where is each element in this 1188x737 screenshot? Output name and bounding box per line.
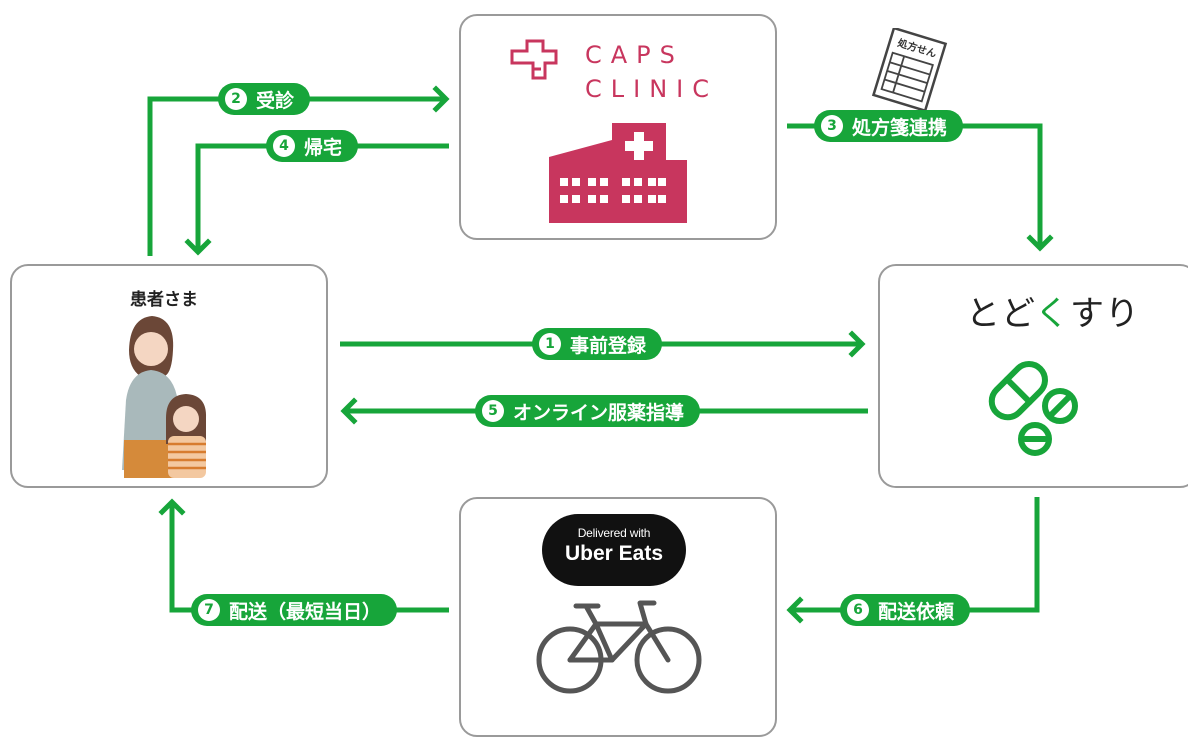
step-5-number: 5 — [482, 400, 504, 422]
prescription-paper-icon: 処方せん — [871, 28, 948, 113]
step-7-number: 7 — [198, 599, 220, 621]
step-1-label: 事前登録 — [570, 334, 647, 357]
pharmacy-logo-post: すり — [1069, 294, 1140, 334]
arrowhead-step-2 — [432, 85, 450, 113]
pharmacy-logo-pre: とど — [966, 294, 1035, 334]
step-7-label: 配送（最短当日） — [229, 600, 382, 623]
arrowhead-step-1 — [848, 330, 866, 358]
clinic-cross-logo-icon — [510, 39, 558, 80]
clinic-logo-line2: CLINIC — [585, 75, 718, 103]
uber-badge-small: Delivered with — [577, 526, 651, 540]
arrow-step-2 — [147, 96, 446, 256]
step-4-pill: 4 帰宅 — [266, 130, 359, 162]
arrowhead-step-7 — [158, 498, 186, 516]
step-5-label: オンライン服薬指導 — [513, 401, 685, 424]
step-6-pill: 6 配送依頼 — [840, 594, 971, 626]
step-3-pill: 3 処方箋連携 — [814, 110, 964, 142]
uber-eats-badge: Delivered with Uber Eats — [542, 514, 686, 586]
patient-illustration-icon — [122, 316, 207, 478]
arrowhead-step-3 — [1026, 234, 1054, 252]
step-2-label: 受診 — [256, 89, 295, 112]
pharmacy-logo-ku: く — [1034, 294, 1070, 334]
arrowhead-step-6 — [786, 596, 804, 624]
pharmacy-box — [878, 264, 1188, 488]
step-3-number: 3 — [821, 115, 843, 137]
step-2-pill: 2 受診 — [218, 83, 311, 115]
arrow-step-3 — [787, 123, 1043, 248]
step-6-label: 配送依頼 — [878, 600, 955, 623]
patient-label: 患者さま — [130, 290, 198, 310]
step-1-pill: 1 事前登録 — [532, 328, 663, 360]
step-4-number: 4 — [273, 135, 295, 157]
step-4-label: 帰宅 — [304, 136, 343, 159]
step-1-number: 1 — [539, 333, 561, 355]
uber-badge-big: Uber Eats — [564, 542, 664, 565]
step-6-number: 6 — [847, 599, 869, 621]
arrowhead-step-4 — [184, 238, 212, 256]
step-7-pill: 7 配送（最短当日） — [191, 594, 398, 626]
step-2-number: 2 — [225, 88, 247, 110]
arrowhead-step-5 — [340, 397, 358, 425]
step-3-label: 処方箋連携 — [852, 116, 948, 139]
clinic-logo: CAPS CLINIC — [585, 38, 718, 106]
pharmacy-logo: とどくすり — [966, 286, 1140, 335]
step-5-pill: 5 オンライン服薬指導 — [475, 395, 701, 427]
pills-icon — [988, 361, 1078, 456]
clinic-logo-line1: CAPS — [585, 41, 684, 69]
bicycle-icon — [536, 600, 702, 694]
hospital-building-icon — [549, 123, 687, 223]
arrow-step-4 — [195, 143, 449, 252]
